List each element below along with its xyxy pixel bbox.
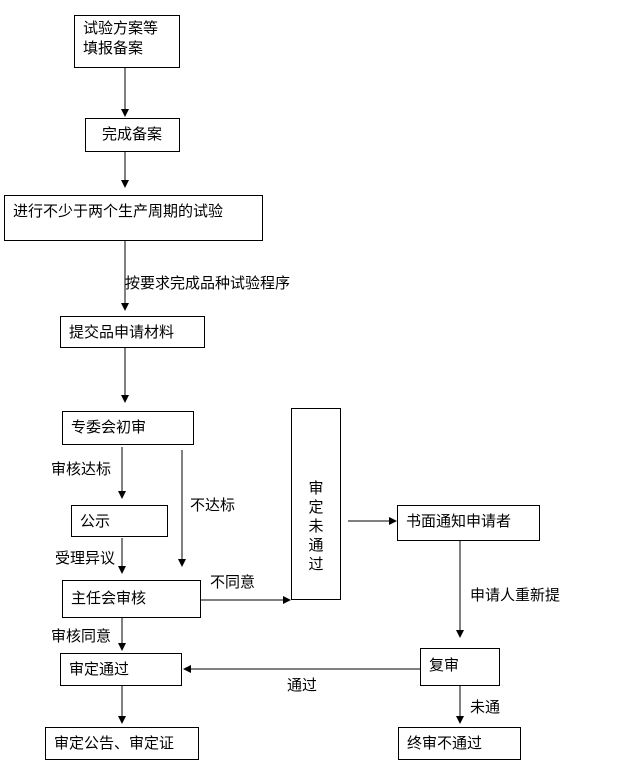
node-initial-review-text: 专委会初审 [71,418,147,436]
node-initial-review: 专委会初审 [62,411,194,445]
node-director-review: 主任会审核 [62,580,201,618]
node-not-approved-char-1: 审 [308,479,324,497]
node-announce-text: 审定公告、审定证 [54,734,175,752]
node-filed-text: 完成备案 [102,125,163,143]
label-passed: 通过 [287,676,318,694]
node-director-review-text: 主任会审核 [71,589,147,607]
label-below-standard: 不达标 [190,496,236,514]
node-trial: 进行不少于两个生产周期的试验 [4,195,263,241]
node-filing: 试验方案等填报备案 [74,15,180,68]
node-publicity: 公示 [71,505,168,537]
node-notify: 书面通知申请者 [397,505,540,541]
node-announce: 审定公告、审定证 [45,727,199,760]
node-re-review-text: 复审 [429,656,460,674]
node-notify-text: 书面通知申请者 [406,512,512,530]
node-final-fail-text: 终审不通过 [407,734,483,752]
label-complete-procedure: 按要求完成品种试验程序 [125,274,291,292]
node-not-approved-char-2: 定 [308,498,324,516]
label-objection: 受理异议 [55,549,116,567]
node-not-approved-char-4: 通 [308,536,324,554]
label-reapply: 申请人重新提 [470,586,561,604]
node-filing-text: 试验方案等填报备案 [83,19,159,57]
node-not-approved-char-5: 过 [308,555,324,573]
node-not-approved: 审 定 未 通 过 [291,408,341,600]
node-submit: 提交品申请材料 [60,316,205,348]
node-trial-text: 进行不少于两个生产周期的试验 [13,202,224,220]
node-approved-text: 审定通过 [69,660,130,678]
node-not-approved-char-3: 未 [308,517,324,535]
node-submit-text: 提交品申请材料 [69,323,175,341]
node-filed: 完成备案 [85,118,180,152]
label-agree: 审核同意 [51,627,112,645]
node-publicity-text: 公示 [80,512,111,530]
label-not-passed: 未通 [470,698,501,716]
label-meets-standard: 审核达标 [51,460,112,478]
node-re-review: 复审 [420,648,500,686]
label-disagree: 不同意 [210,573,256,591]
node-approved: 审定通过 [60,653,182,686]
node-final-fail: 终审不通过 [398,727,521,760]
